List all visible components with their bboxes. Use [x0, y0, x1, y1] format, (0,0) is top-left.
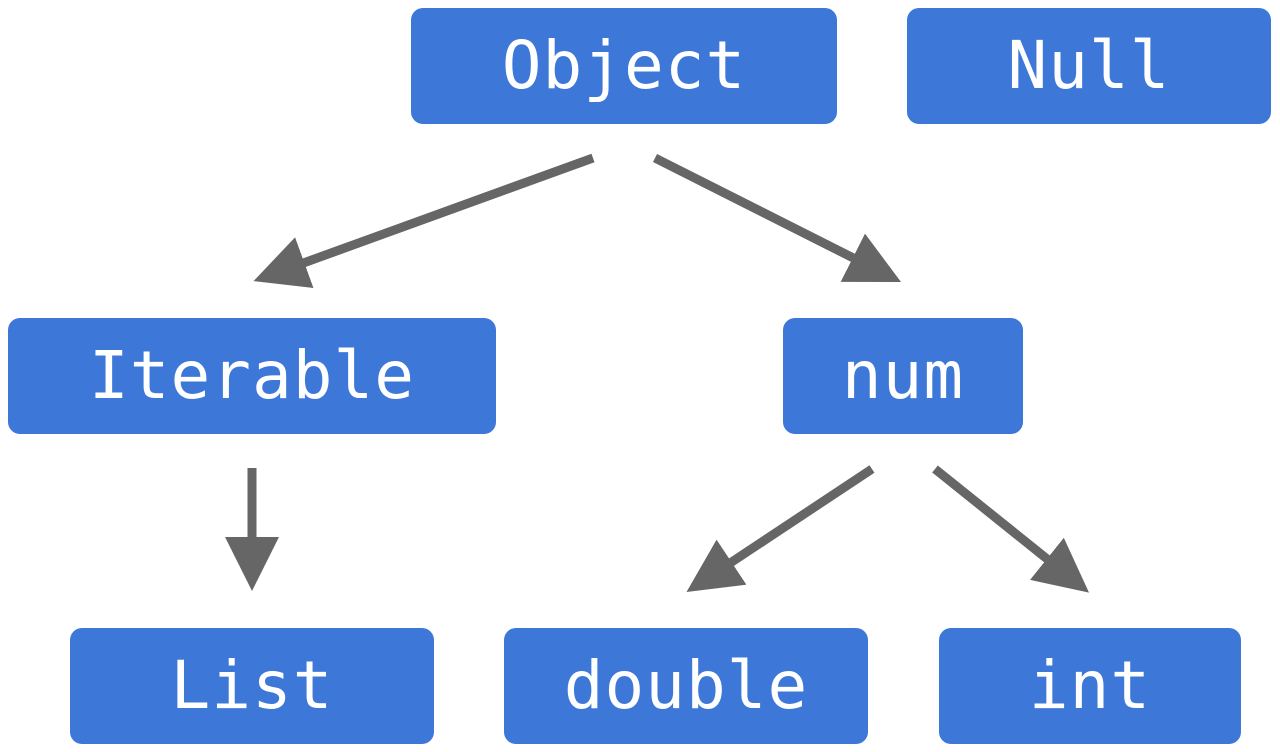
- arrow-num-to-int: [932, 465, 1090, 593]
- arrow-num-to-double: [686, 465, 875, 592]
- object-node: Object: [411, 8, 837, 124]
- list-node: List: [70, 628, 434, 744]
- null-node: Null: [907, 8, 1271, 124]
- arrow-object-to-num: [652, 153, 902, 283]
- double-node: double: [504, 628, 868, 744]
- iterable-node: Iterable: [8, 318, 496, 434]
- int-node: int: [939, 628, 1241, 744]
- arrow-object-to-iterable: [253, 153, 595, 289]
- num-node: num: [783, 318, 1023, 434]
